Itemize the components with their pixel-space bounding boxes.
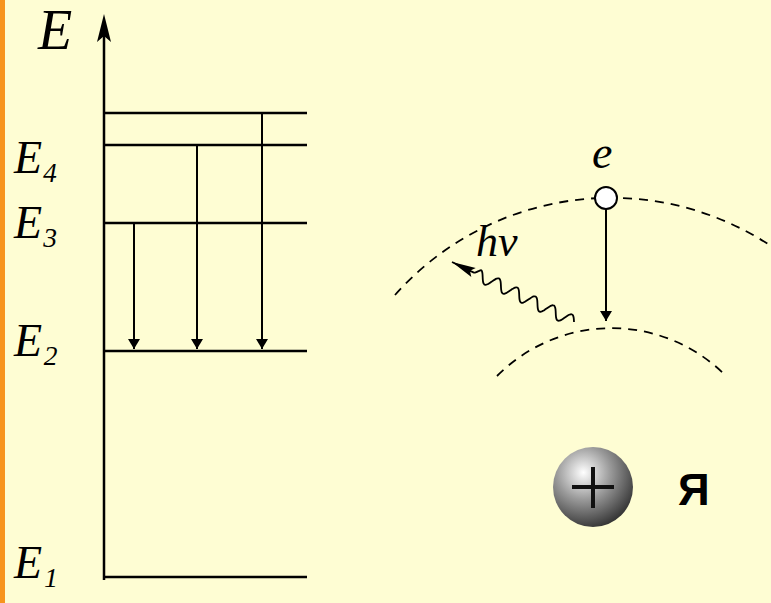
transition-arrow [261, 113, 263, 349]
photon-label: hν [476, 220, 518, 264]
electron [595, 187, 617, 209]
level-label: E₂ [14, 318, 58, 364]
level-line [104, 144, 307, 147]
axis-arrowhead [97, 14, 111, 42]
level-line [104, 350, 307, 353]
transition-arrow [196, 145, 198, 349]
plus-sign [572, 467, 614, 508]
level-label: E₃ [14, 200, 58, 246]
outer-orbit [395, 198, 771, 295]
nucleus-label: Я [678, 468, 710, 512]
edge-strip [0, 0, 5, 603]
level-label: E₁ [14, 540, 58, 586]
electron-label: e [592, 130, 612, 176]
level-label: E₄ [14, 135, 58, 181]
transition-arrow [133, 223, 135, 349]
transitions [134, 113, 262, 349]
energy-levels [104, 113, 307, 577]
energy-axis-label: E [38, 2, 72, 58]
level-line [104, 576, 307, 579]
inner-orbit [497, 328, 726, 376]
level-line [104, 112, 307, 115]
nucleus [553, 447, 633, 527]
jump-arrow [605, 209, 607, 321]
photon-wave [452, 262, 574, 322]
